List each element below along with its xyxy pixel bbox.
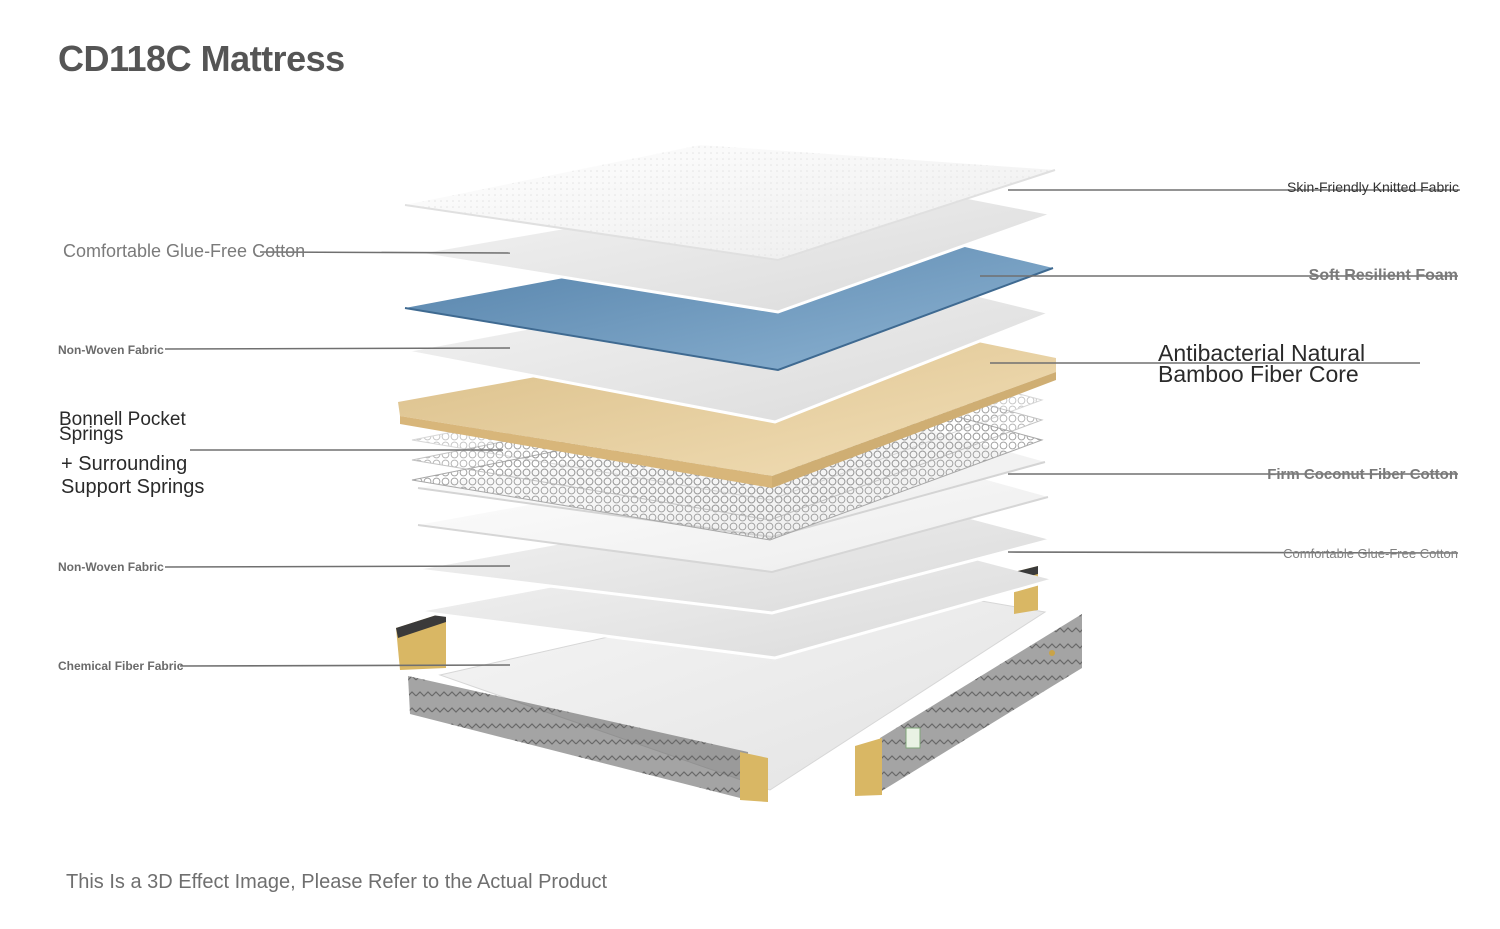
label-bamboo-line1: Antibacterial Natural	[1158, 340, 1366, 366]
page-title: CD118C Mattress	[58, 38, 345, 79]
label-non-woven-fabric-top: Non-Woven Fabric	[58, 343, 164, 357]
mattress-base	[396, 566, 1082, 802]
label-glue-free-cotton-right: Comfortable Glue-Free Cotton	[1283, 546, 1458, 561]
label-bonnell-line2: Springs	[59, 424, 124, 445]
label-non-woven-fabric-bottom: Non-Woven Fabric	[58, 560, 164, 574]
label-coconut-fiber: Firm Coconut Fiber Cotton	[1267, 466, 1458, 483]
label-chemical-fiber-fabric: Chemical Fiber Fabric	[58, 659, 184, 673]
label-surround-line2: Support Springs	[61, 476, 205, 498]
label-resilient-foam: Soft Resilient Foam	[1308, 267, 1458, 284]
label-glue-free-cotton-left: Comfortable Glue-Free Cotton	[63, 241, 306, 261]
disclaimer-note: This Is a 3D Effect Image, Please Refer …	[66, 871, 608, 893]
label-surround-line1: + Surrounding	[61, 453, 188, 475]
leader-lines	[164, 189, 1460, 667]
layer-knitted-fabric	[404, 145, 1056, 262]
label-knitted-fabric: Skin-Friendly Knitted Fabric	[1287, 179, 1459, 195]
label-bonnell-line1: Bonnell Pocket	[59, 409, 186, 430]
label-bamboo-line2: Bamboo Fiber Core	[1158, 361, 1359, 387]
